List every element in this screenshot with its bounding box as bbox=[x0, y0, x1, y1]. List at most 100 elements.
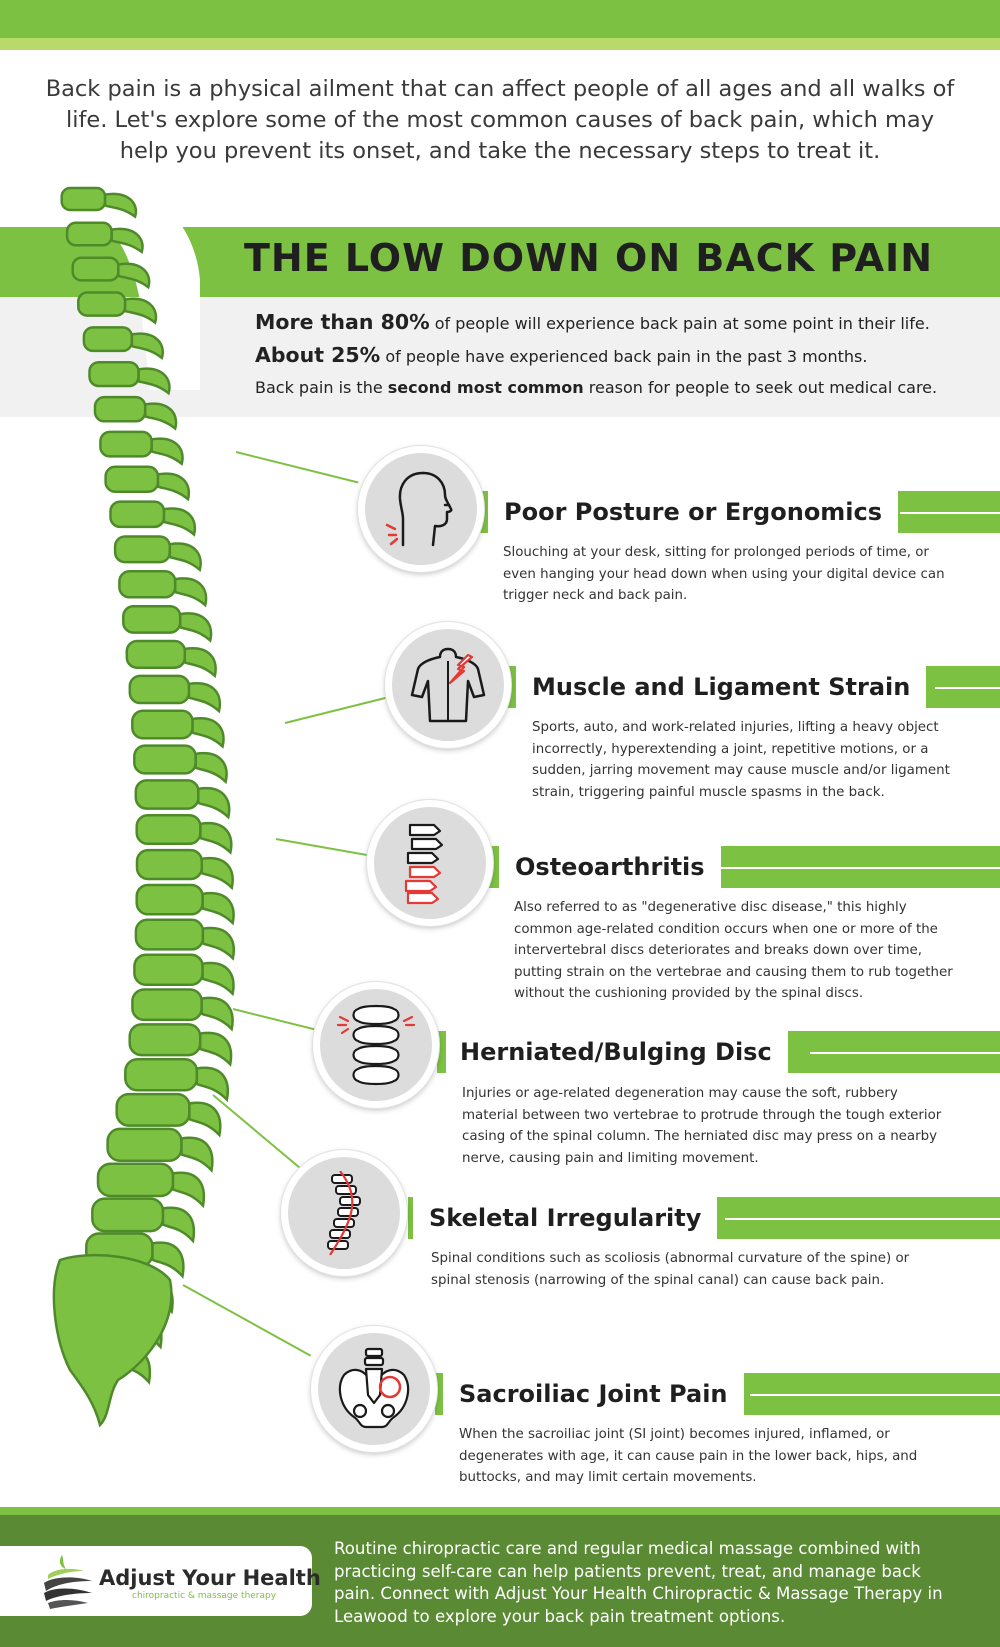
vertebra-process bbox=[156, 472, 191, 502]
vertebra-process bbox=[183, 647, 217, 679]
footer-accent bbox=[0, 1507, 1000, 1515]
cause-title-posture: Poor Posture or Ergonomics bbox=[488, 491, 899, 533]
vertebra bbox=[109, 500, 166, 529]
vertebra-process bbox=[171, 1171, 206, 1209]
stat-strong: second most common bbox=[387, 378, 584, 397]
vertebra bbox=[124, 1057, 199, 1092]
vertebra bbox=[99, 430, 153, 458]
bulging-disc-icon bbox=[336, 1004, 416, 1086]
vertebra bbox=[91, 1197, 165, 1233]
vertebra-process bbox=[117, 262, 151, 290]
sacrum bbox=[52, 1253, 173, 1428]
top-bar bbox=[0, 0, 1000, 38]
cause-band-line bbox=[720, 867, 1000, 869]
spine-illustration bbox=[52, 180, 235, 1428]
stat-rest: of people will experience back pain at s… bbox=[429, 314, 930, 333]
intro-text: Back pain is a physical ailment that can… bbox=[45, 76, 955, 164]
cause-desc-posture: Slouching at your desk, sitting for prol… bbox=[503, 545, 945, 603]
vertebra-process bbox=[143, 402, 178, 431]
cause-band-line bbox=[935, 687, 1000, 689]
vertebra bbox=[88, 360, 140, 388]
pelvis-icon bbox=[338, 1347, 410, 1429]
vertebra-process bbox=[150, 437, 184, 466]
vertebra bbox=[93, 395, 147, 423]
cause-icon-circle-posture bbox=[358, 446, 484, 572]
vertebra-process bbox=[161, 1206, 196, 1244]
vertebra-process bbox=[123, 297, 158, 325]
curved-spine-icon bbox=[327, 1171, 361, 1255]
vertebra-process bbox=[201, 891, 235, 926]
cause-title-sacroiliac: Sacroiliac Joint Pain bbox=[443, 1373, 744, 1415]
stat-second-most-common: Back pain is the second most common reas… bbox=[255, 378, 937, 397]
vertebra-process bbox=[173, 577, 208, 608]
vertebra-process bbox=[130, 332, 164, 361]
vertebra bbox=[77, 291, 127, 317]
vertebra bbox=[125, 639, 187, 669]
vertebra bbox=[135, 883, 204, 916]
cause-icon-circle-disc bbox=[313, 982, 439, 1108]
logo-tagline: chiropractic & massage therapy bbox=[132, 1591, 277, 1601]
cause-band-line bbox=[725, 1218, 1000, 1220]
logo-name: Adjust Your Health bbox=[99, 1566, 321, 1590]
connector-line bbox=[284, 696, 387, 724]
cause-icon-circle-skeletal bbox=[281, 1150, 407, 1276]
vertebra bbox=[118, 570, 177, 599]
vertebra-process bbox=[200, 996, 234, 1032]
vertebra-process bbox=[197, 786, 231, 820]
logo-mark-icon bbox=[44, 1555, 92, 1609]
vertebra bbox=[82, 326, 134, 353]
cause-title-disc: Herniated/Bulging Disc bbox=[446, 1031, 788, 1073]
cause-band-line bbox=[750, 1394, 1000, 1396]
vertebra bbox=[115, 1092, 191, 1127]
cause-desc-skeletal: Spinal conditions such as scoliosis (abn… bbox=[431, 1251, 910, 1288]
stat-25-percent: About 25% of people have experienced bac… bbox=[255, 343, 867, 367]
stat-strong: About 25% bbox=[255, 343, 381, 367]
footer-text: Routine chiropractic care and regular me… bbox=[334, 1539, 943, 1626]
cause-icon-circle-osteoarthritis bbox=[367, 800, 493, 926]
cause-desc-osteoarthritis: Also referred to as "degenerative disc d… bbox=[514, 900, 953, 1001]
stat-pre: Back pain is the bbox=[255, 378, 388, 397]
cause-desc-strain: Sports, auto, and work-related injuries,… bbox=[532, 720, 950, 800]
stat-80-percent: More than 80% of people will experience … bbox=[255, 310, 930, 334]
stat-strong: More than 80% bbox=[255, 310, 430, 334]
vertebra bbox=[60, 186, 107, 212]
vertebra-process bbox=[103, 192, 138, 219]
vertebra-process bbox=[188, 1101, 222, 1138]
vertebra bbox=[133, 744, 197, 775]
vertebra bbox=[131, 709, 194, 740]
vertebra-process bbox=[151, 1241, 185, 1279]
page-title: THE LOW DOWN ON BACK PAIN bbox=[244, 236, 933, 280]
cause-icon-circle-sacroiliac bbox=[311, 1326, 437, 1452]
cause-title-osteoarthritis: Osteoarthritis bbox=[499, 846, 721, 888]
vertebrae-column-icon bbox=[404, 823, 444, 905]
stat-rest: reason for people to seek out medical ca… bbox=[583, 378, 938, 397]
cause-title-skeletal: Skeletal Irregularity bbox=[413, 1197, 718, 1239]
vertebra-process bbox=[198, 1031, 233, 1067]
vertebra-process bbox=[178, 612, 213, 643]
vertebra bbox=[135, 814, 202, 846]
vertebra bbox=[106, 1127, 183, 1162]
cause-desc-disc: Injuries or age-related degeneration may… bbox=[462, 1086, 942, 1166]
vertebra-process bbox=[187, 682, 222, 714]
vertebra bbox=[135, 848, 204, 881]
vertebra-process bbox=[200, 856, 234, 891]
vertebra bbox=[71, 256, 120, 282]
cause-band-line bbox=[900, 512, 1000, 514]
vertebra bbox=[128, 674, 191, 705]
vertebra-process bbox=[110, 227, 144, 254]
vertebra-process bbox=[201, 926, 235, 961]
cause-icon-circle-strain bbox=[385, 622, 511, 748]
vertebra bbox=[122, 604, 182, 634]
vertebra-process bbox=[194, 751, 228, 785]
vertebra-process bbox=[180, 1136, 214, 1173]
vertebra bbox=[131, 988, 203, 1022]
vertebra-process bbox=[162, 507, 197, 537]
vertebra-process bbox=[199, 821, 233, 855]
vertebra bbox=[113, 535, 172, 564]
vertebra bbox=[128, 1023, 202, 1057]
vertebra-process bbox=[191, 717, 225, 749]
vertebra bbox=[65, 221, 113, 247]
top-bar-accent bbox=[0, 38, 1000, 50]
vertebra-process bbox=[137, 367, 171, 396]
cause-desc-sacroiliac: When the sacroiliac joint (SI joint) bec… bbox=[459, 1427, 918, 1485]
